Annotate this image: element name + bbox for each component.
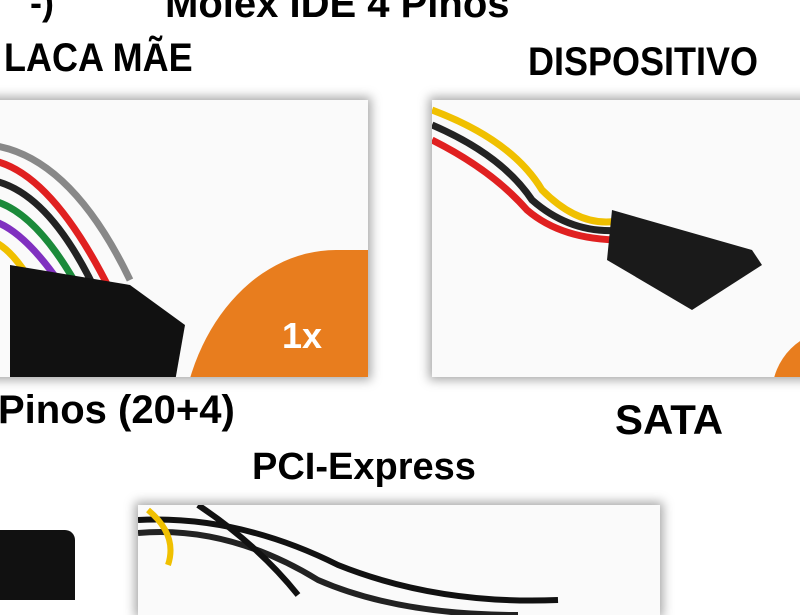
atx-connector-image [0,143,185,377]
atx-caption: Pinos (20+4) [0,388,235,432]
connector-fragment [0,530,75,600]
molex-title: Molex IDE 4 Pinos [165,0,510,26]
pcie-title: PCI-Express [252,446,476,488]
atx-quantity-badge: 1x [282,315,323,356]
sata-caption: SATA [615,396,724,443]
top-left-cut-text: -) [30,0,54,23]
pcie-connector-photo [138,505,660,615]
atx-connector-photo: 1x [0,100,368,377]
motherboard-label: LACA MÃE [4,36,193,80]
sata-connector-photo [432,100,800,377]
pcie-connector-image [138,505,559,615]
device-label: DISPOSITIVO [528,40,759,84]
sata-connector-image [432,106,762,310]
